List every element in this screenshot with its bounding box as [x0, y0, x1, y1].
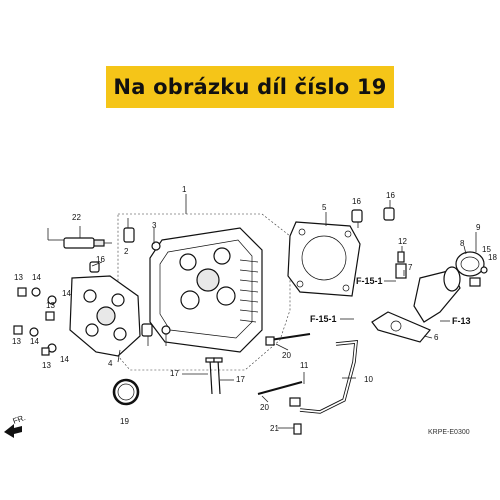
ref-f15-1-right: F-15-1 — [356, 276, 383, 286]
callout-19: 19 — [120, 417, 129, 426]
callout-4: 4 — [108, 359, 113, 368]
clamp-screw — [480, 266, 488, 274]
long-bolt — [269, 333, 311, 341]
sensor — [395, 263, 407, 279]
callout-20a: 20 — [282, 351, 291, 360]
callout-16a: 16 — [96, 255, 105, 264]
dowel-pin — [383, 207, 395, 221]
long-bolt — [257, 381, 303, 395]
o-ring — [161, 325, 171, 335]
bracket — [289, 397, 301, 407]
bolt — [397, 251, 405, 263]
callout-16b: 16 — [352, 197, 361, 206]
diagram-code: KRPE-E0300 — [428, 429, 470, 436]
callout-8: 8 — [460, 239, 465, 248]
callout-3: 3 — [152, 221, 157, 230]
callout-14b: 14 — [62, 289, 71, 298]
intake-pipe — [413, 266, 461, 323]
ref-f15-1-left: F-15-1 — [310, 314, 337, 324]
callout-7: 7 — [408, 263, 413, 272]
direction-label: FR. — [12, 413, 27, 426]
callout-15: 15 — [482, 245, 491, 254]
callout-1: 1 — [182, 185, 187, 194]
nuts-washers — [13, 287, 57, 356]
callout-12: 12 — [398, 237, 407, 246]
callout-13d: 13 — [42, 361, 51, 370]
title-banner: Na obrázku díl číslo 19 — [106, 66, 394, 108]
side-cover — [69, 275, 141, 357]
callout-11: 11 — [300, 361, 309, 370]
callout-14c: 14 — [30, 337, 39, 346]
ref-f13: F-13 — [452, 316, 471, 326]
leader-lines — [47, 194, 477, 429]
callout-13c: 13 — [12, 337, 21, 346]
callout-16c: 16 — [386, 191, 395, 200]
callout-17a: 17 — [170, 369, 179, 378]
front-arrow-icon — [4, 424, 22, 438]
callout-18: 18 — [488, 253, 497, 262]
callout-9: 9 — [476, 223, 481, 232]
spark-plug — [63, 237, 112, 249]
valve-cap — [123, 227, 135, 243]
callout-17b: 17 — [236, 375, 245, 384]
callout-13b: 13 — [46, 301, 55, 310]
callout-5: 5 — [322, 203, 327, 212]
hose-clamp — [455, 251, 485, 277]
valve-cap — [141, 323, 153, 337]
callout-13a: 13 — [14, 273, 23, 282]
callout-6: 6 — [434, 333, 439, 342]
clamp-part — [469, 277, 481, 287]
o-ring — [151, 241, 161, 251]
stud-bolt — [209, 359, 213, 395]
callout-14d: 14 — [60, 355, 69, 364]
screw — [293, 423, 302, 435]
stud-bolt — [217, 359, 221, 395]
cylinder-head — [149, 227, 263, 353]
head-gasket — [287, 221, 361, 297]
callout-20b: 20 — [260, 403, 269, 412]
callout-14a: 14 — [32, 273, 41, 282]
callout-22: 22 — [72, 213, 81, 222]
air-pipe — [299, 340, 358, 414]
callout-2: 2 — [124, 247, 129, 256]
dowel-pin — [351, 209, 363, 223]
group-outline — [117, 213, 291, 371]
banner-title: Na obrázku díl číslo 19 — [113, 75, 387, 99]
callout-21: 21 — [270, 424, 279, 433]
callout-10: 10 — [364, 375, 373, 384]
o-ring-part-19 — [112, 378, 140, 406]
